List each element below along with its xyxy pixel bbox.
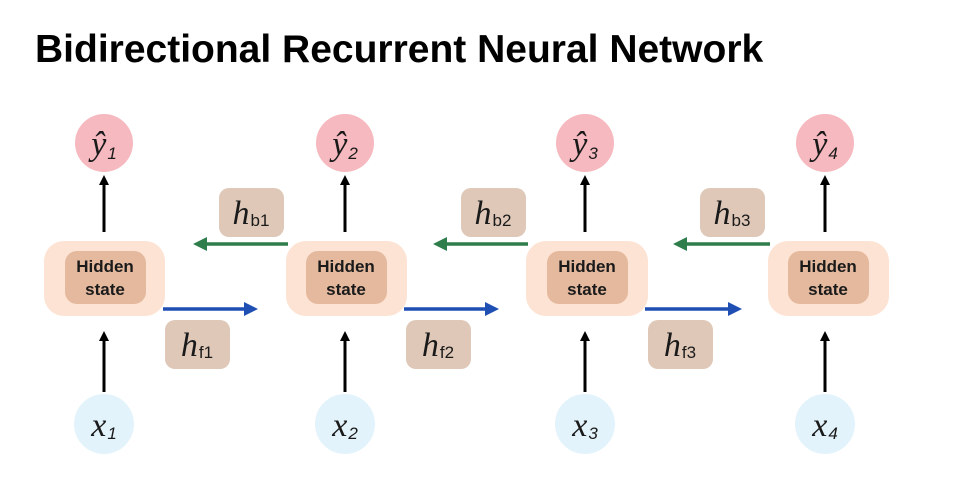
output-subscript-3: 3 <box>588 144 598 163</box>
forward-connection-3: hf3 <box>645 302 742 369</box>
forward-state-subscript-2: f2 <box>440 343 454 362</box>
input-label-4: x <box>811 407 827 444</box>
backward-connection-1: hb1 <box>193 188 288 251</box>
svg-text:hb3: hb3 <box>714 195 751 232</box>
input-node-4: x4 <box>795 394 855 454</box>
output-subscript-1: 1 <box>107 144 116 163</box>
diagram-title: Bidirectional Recurrent Neural Network <box>35 28 764 71</box>
input-subscript-2: 2 <box>347 424 358 443</box>
input-label-1: x <box>90 407 106 444</box>
hidden-state-cell-2: Hidden state <box>286 241 407 316</box>
forward-state-box-2 <box>406 320 471 369</box>
output-label-3: ŷ <box>569 126 588 163</box>
hidden-state-label-line2-1: state <box>85 280 125 299</box>
input-subscript-3: 3 <box>588 424 598 443</box>
backward-state-box-3 <box>700 188 765 237</box>
forward-state-label-3: h <box>664 327 681 364</box>
forward-state-subscript-1: f1 <box>199 343 213 362</box>
output-node-2: ŷ2 <box>316 114 374 172</box>
input-label-2: x <box>331 407 347 444</box>
output-subscript-4: 4 <box>828 144 837 163</box>
backward-state-subscript-2: b2 <box>493 211 512 230</box>
hidden-state-label-line2-2: state <box>326 280 366 299</box>
forward-state-box-3 <box>648 320 713 369</box>
svg-text:ŷ4: ŷ4 <box>809 126 838 163</box>
timestep-2: ŷ2 Hidden state x2 <box>286 114 407 454</box>
forward-state-label-2: h <box>422 327 439 364</box>
backward-state-subscript-3: b3 <box>732 211 751 230</box>
svg-text:hf1: hf1 <box>181 327 213 364</box>
hidden-state-cell-4: Hidden state <box>768 241 889 316</box>
output-node-1: ŷ1 <box>75 114 133 172</box>
backward-connection-3: hb3 <box>673 188 770 251</box>
hidden-state-cell-3: Hidden state <box>526 241 648 316</box>
forward-state-label-1: h <box>181 327 198 364</box>
forward-state-subscript-3: f3 <box>682 343 696 362</box>
input-node-1: x1 <box>74 394 134 454</box>
svg-text:hf2: hf2 <box>422 327 454 364</box>
svg-text:ŷ2: ŷ2 <box>329 126 358 163</box>
hidden-state-label-line1-3: Hidden <box>558 257 616 276</box>
forward-connection-1: hf1 <box>163 302 258 369</box>
timestep-3: ŷ3 Hidden state x3 <box>526 114 648 454</box>
input-node-2: x2 <box>315 394 375 454</box>
output-label-2: ŷ <box>329 126 348 163</box>
timestep-1: ŷ1 Hidden state x1 <box>44 114 165 454</box>
svg-text:hb2: hb2 <box>475 195 512 232</box>
backward-state-box-2 <box>461 188 526 237</box>
output-label-4: ŷ <box>809 126 828 163</box>
output-node-4: ŷ4 <box>796 114 854 172</box>
hidden-state-label-line1-1: Hidden <box>76 257 134 276</box>
backward-state-box-1 <box>219 188 284 237</box>
hidden-state-cell-1: Hidden state <box>44 241 165 316</box>
output-node-3: ŷ3 <box>556 114 614 172</box>
svg-text:x2: x2 <box>331 407 358 444</box>
backward-state-label-3: h <box>714 195 731 232</box>
timestep-4: ŷ4 Hidden state x4 <box>768 114 889 454</box>
svg-text:hf3: hf3 <box>664 327 696 364</box>
hidden-state-label-line2-4: state <box>808 280 848 299</box>
backward-state-label-1: h <box>233 195 250 232</box>
svg-text:ŷ3: ŷ3 <box>569 126 598 163</box>
svg-text:x3: x3 <box>571 407 598 444</box>
hidden-state-label-line1-2: Hidden <box>317 257 375 276</box>
hidden-state-label-line1-4: Hidden <box>799 257 857 276</box>
input-subscript-1: 1 <box>107 424 116 443</box>
svg-text:x4: x4 <box>811 407 838 444</box>
svg-text:x1: x1 <box>90 407 117 444</box>
backward-state-label-2: h <box>475 195 492 232</box>
input-subscript-4: 4 <box>828 424 837 443</box>
hidden-state-label-line2-3: state <box>567 280 607 299</box>
output-subscript-2: 2 <box>347 144 358 163</box>
output-label-1: ŷ <box>88 126 107 163</box>
backward-connection-2: hb2 <box>433 188 528 251</box>
forward-connection-2: hf2 <box>404 302 499 369</box>
backward-state-subscript-1: b1 <box>251 211 270 230</box>
input-label-3: x <box>571 407 587 444</box>
svg-text:hb1: hb1 <box>233 195 270 232</box>
input-node-3: x3 <box>555 394 615 454</box>
svg-text:ŷ1: ŷ1 <box>88 126 117 163</box>
forward-state-box-1 <box>165 320 230 369</box>
